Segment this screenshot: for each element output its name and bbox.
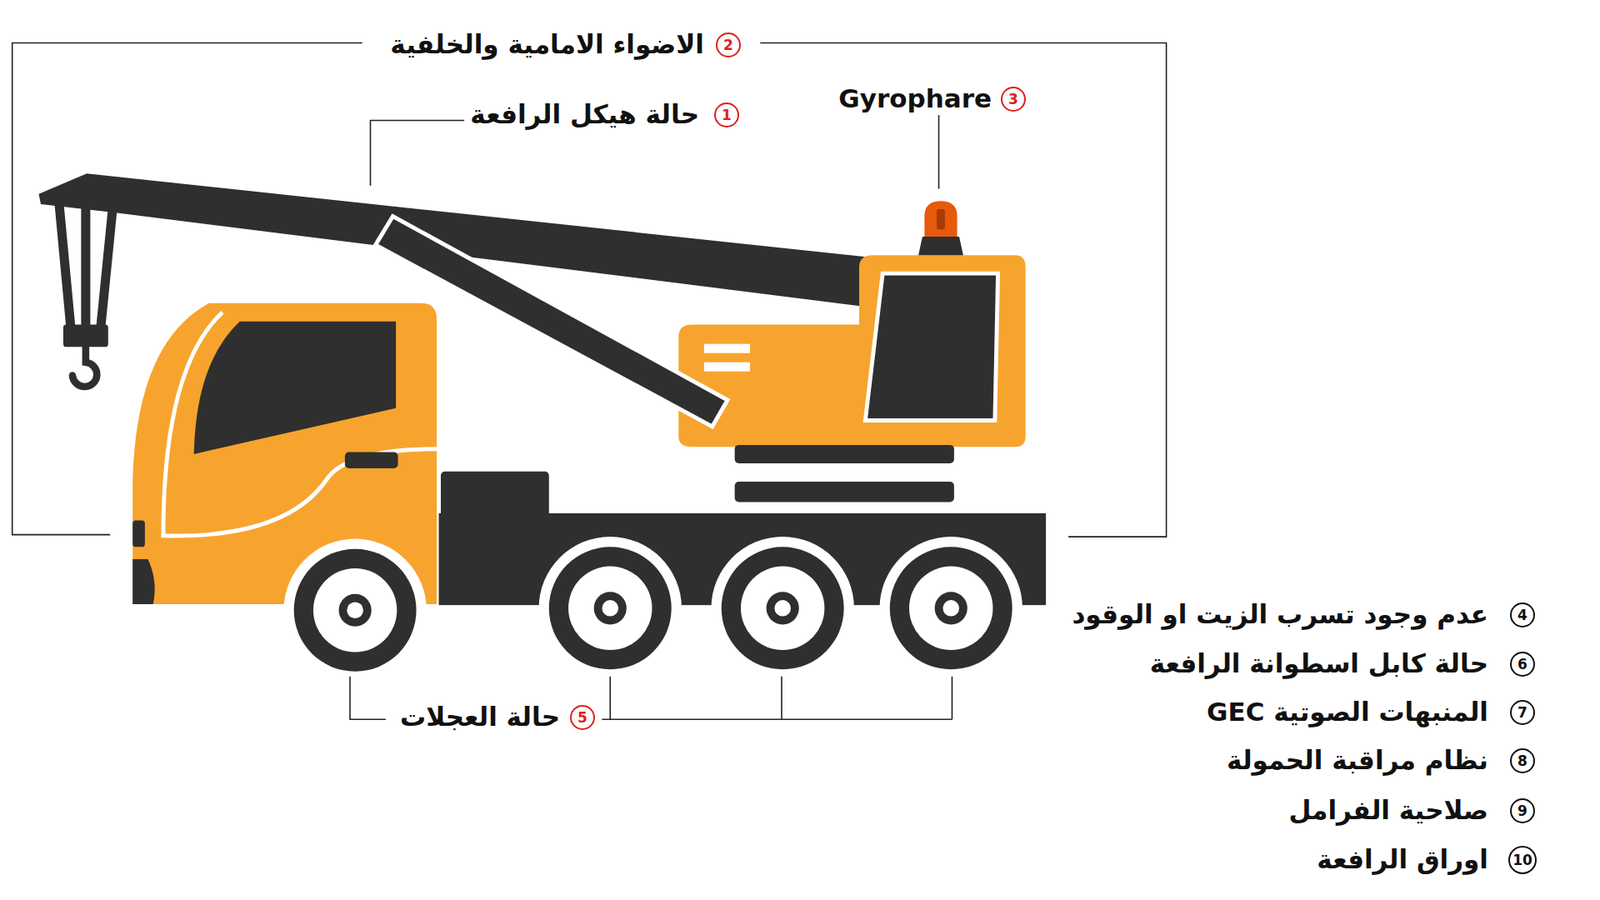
hub-center [942, 600, 960, 617]
leader-line [370, 120, 465, 185]
wheel [283, 539, 426, 682]
tank [440, 471, 550, 518]
vent [704, 362, 750, 372]
turntable-bar [735, 445, 955, 464]
callout-circle: 7 [1510, 700, 1535, 725]
hub [339, 594, 372, 627]
wheel-arch [539, 536, 682, 680]
callout-circle: 4 [1510, 602, 1535, 628]
callout-number: 5 [577, 710, 588, 725]
hub-center [601, 600, 619, 617]
callout-circle: 5 [570, 705, 595, 730]
callout-circle: 10 [1508, 845, 1537, 875]
bracket [350, 676, 386, 720]
callout-circle: 6 [1510, 651, 1535, 677]
tire [721, 546, 845, 670]
door-handle [345, 451, 399, 469]
wheel [539, 536, 682, 680]
part-label: المنبهات الصوتية GEC [1201, 696, 1494, 728]
part-label: Gyrophare [833, 83, 997, 115]
part-label: الاضواء الامامية والخلفية [385, 29, 710, 60]
beacon-base [918, 236, 964, 255]
hook-ropes [59, 204, 113, 335]
callout-number: 4 [1517, 608, 1528, 623]
rim [740, 566, 825, 650]
rim [313, 568, 397, 652]
rim [568, 566, 652, 650]
wheel-arch [283, 539, 426, 682]
part-label: حالة العجلات [395, 701, 565, 733]
hub [766, 591, 800, 625]
callout-number: 9 [1517, 804, 1528, 819]
part-label: حالة هيكل الرافعة [465, 99, 705, 130]
rim [909, 566, 993, 650]
bracket [12, 42, 363, 535]
callout-circle: 1 [714, 102, 740, 128]
callout-circle: 3 [1000, 86, 1026, 112]
callout-number: 8 [1517, 754, 1528, 769]
turntable-bar [735, 481, 955, 502]
wheel [880, 536, 1023, 680]
hub-center [346, 601, 364, 619]
wheel-arch [880, 536, 1023, 680]
rope [80, 209, 90, 335]
callout-circle: 8 [1510, 748, 1535, 774]
bracket [760, 42, 1166, 537]
callout-number: 6 [1517, 657, 1528, 672]
part-label: نظام مراقبة الحمولة [1221, 745, 1494, 776]
tire [890, 546, 1013, 670]
hook [72, 345, 97, 387]
wheel [710, 536, 854, 680]
wheel-arch [710, 536, 854, 680]
callout-number: 1 [721, 108, 732, 123]
part-label: عدم وجود تسرب الزيت او الوقود [1066, 599, 1494, 630]
part-label: حالة كابل اسطوانة الرافعة [1145, 648, 1494, 680]
crane-cab [678, 255, 1025, 447]
tire [549, 546, 672, 670]
callout-number: 10 [1512, 853, 1533, 868]
callout-number: 2 [723, 38, 734, 53]
bracket [601, 676, 952, 720]
bumper [132, 559, 155, 605]
callout-circle: 9 [1510, 798, 1535, 824]
hub-center [774, 600, 791, 617]
vent [704, 344, 750, 354]
windshield [194, 321, 396, 455]
rope [100, 212, 113, 335]
rope [59, 204, 72, 335]
tire [294, 549, 417, 672]
beacon-lamp [936, 209, 945, 230]
cab-outline [163, 312, 437, 536]
part-label: صلاحية الفرامل [1284, 795, 1494, 826]
headlight [132, 520, 145, 547]
leader-line [938, 114, 940, 189]
hub [594, 591, 627, 625]
hub [935, 591, 968, 625]
callout-number: 7 [1517, 705, 1528, 720]
part-label: اوراق الرافعة [1311, 844, 1494, 875]
cab-window [865, 273, 998, 420]
callout-circle: 2 [715, 32, 741, 58]
callout-number: 3 [1008, 92, 1019, 107]
leader-lines [12, 42, 1167, 720]
beacon-dome [924, 200, 957, 237]
